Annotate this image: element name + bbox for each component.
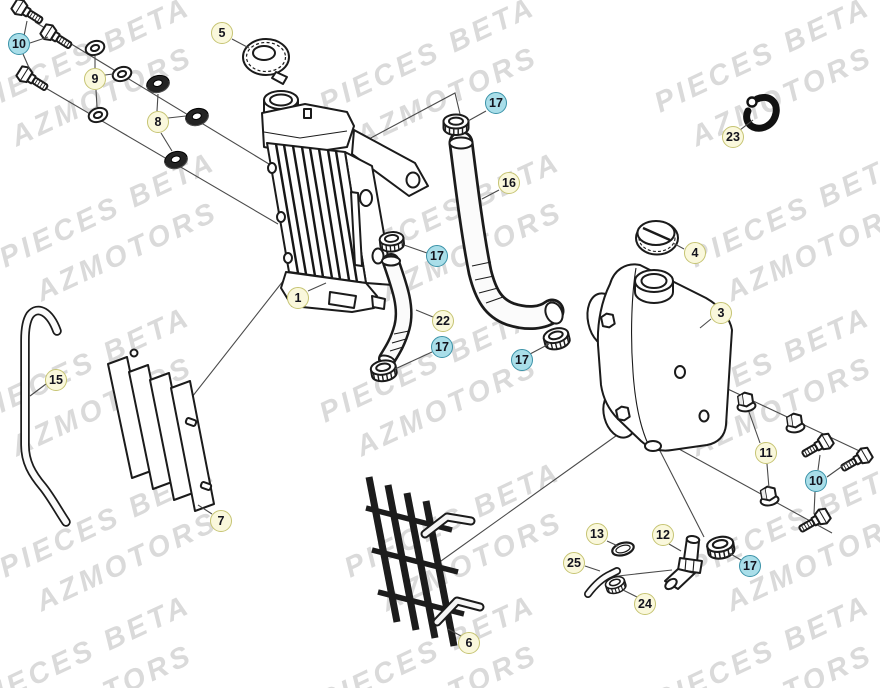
part-callout-3[interactable]: 3	[710, 302, 732, 324]
part-callout-4[interactable]: 4	[684, 242, 706, 264]
part-callout-24[interactable]: 24	[634, 593, 656, 615]
part-callout-10[interactable]: 10	[805, 470, 827, 492]
tank-cap	[635, 220, 679, 256]
hose-lower-radiator	[378, 253, 413, 368]
expansion-tank	[596, 263, 733, 452]
radiator-cap	[242, 38, 290, 85]
part-callout-12[interactable]: 12	[652, 524, 674, 546]
radiator-louvers	[107, 348, 215, 512]
part-callout-23[interactable]: 23	[722, 126, 744, 148]
part-callout-8[interactable]: 8	[147, 111, 169, 133]
part-callout-17[interactable]: 17	[426, 245, 448, 267]
part-callout-11[interactable]: 11	[755, 442, 777, 464]
part-callout-17[interactable]: 17	[511, 349, 533, 371]
part-callout-7[interactable]: 7	[210, 510, 232, 532]
part-callout-10[interactable]: 10	[8, 33, 30, 55]
part-callout-13[interactable]: 13	[586, 523, 608, 545]
part-callout-22[interactable]: 22	[432, 310, 454, 332]
part-callout-9[interactable]: 9	[84, 68, 106, 90]
o-ring	[611, 541, 635, 557]
breather-hose	[584, 567, 621, 598]
part-callout-17[interactable]: 17	[485, 92, 507, 114]
retaining-hook	[743, 94, 780, 132]
part-callout-16[interactable]: 16	[498, 172, 520, 194]
overflow-hose	[20, 305, 71, 527]
part-callout-17[interactable]: 17	[431, 336, 453, 358]
elbow-fitting	[664, 535, 703, 591]
part-callout-5[interactable]: 5	[211, 22, 233, 44]
radiator-guard-grille	[365, 476, 485, 647]
leader-lines	[22, 20, 849, 637]
expansion-tank-assembly	[586, 220, 733, 452]
hose-radiator-to-tank	[448, 130, 565, 331]
part-callout-1[interactable]: 1	[287, 287, 309, 309]
part-callout-15[interactable]: 15	[45, 369, 67, 391]
part-callout-17[interactable]: 17	[739, 555, 761, 577]
part-callout-6[interactable]: 6	[458, 632, 480, 654]
part-callout-25[interactable]: 25	[563, 552, 585, 574]
